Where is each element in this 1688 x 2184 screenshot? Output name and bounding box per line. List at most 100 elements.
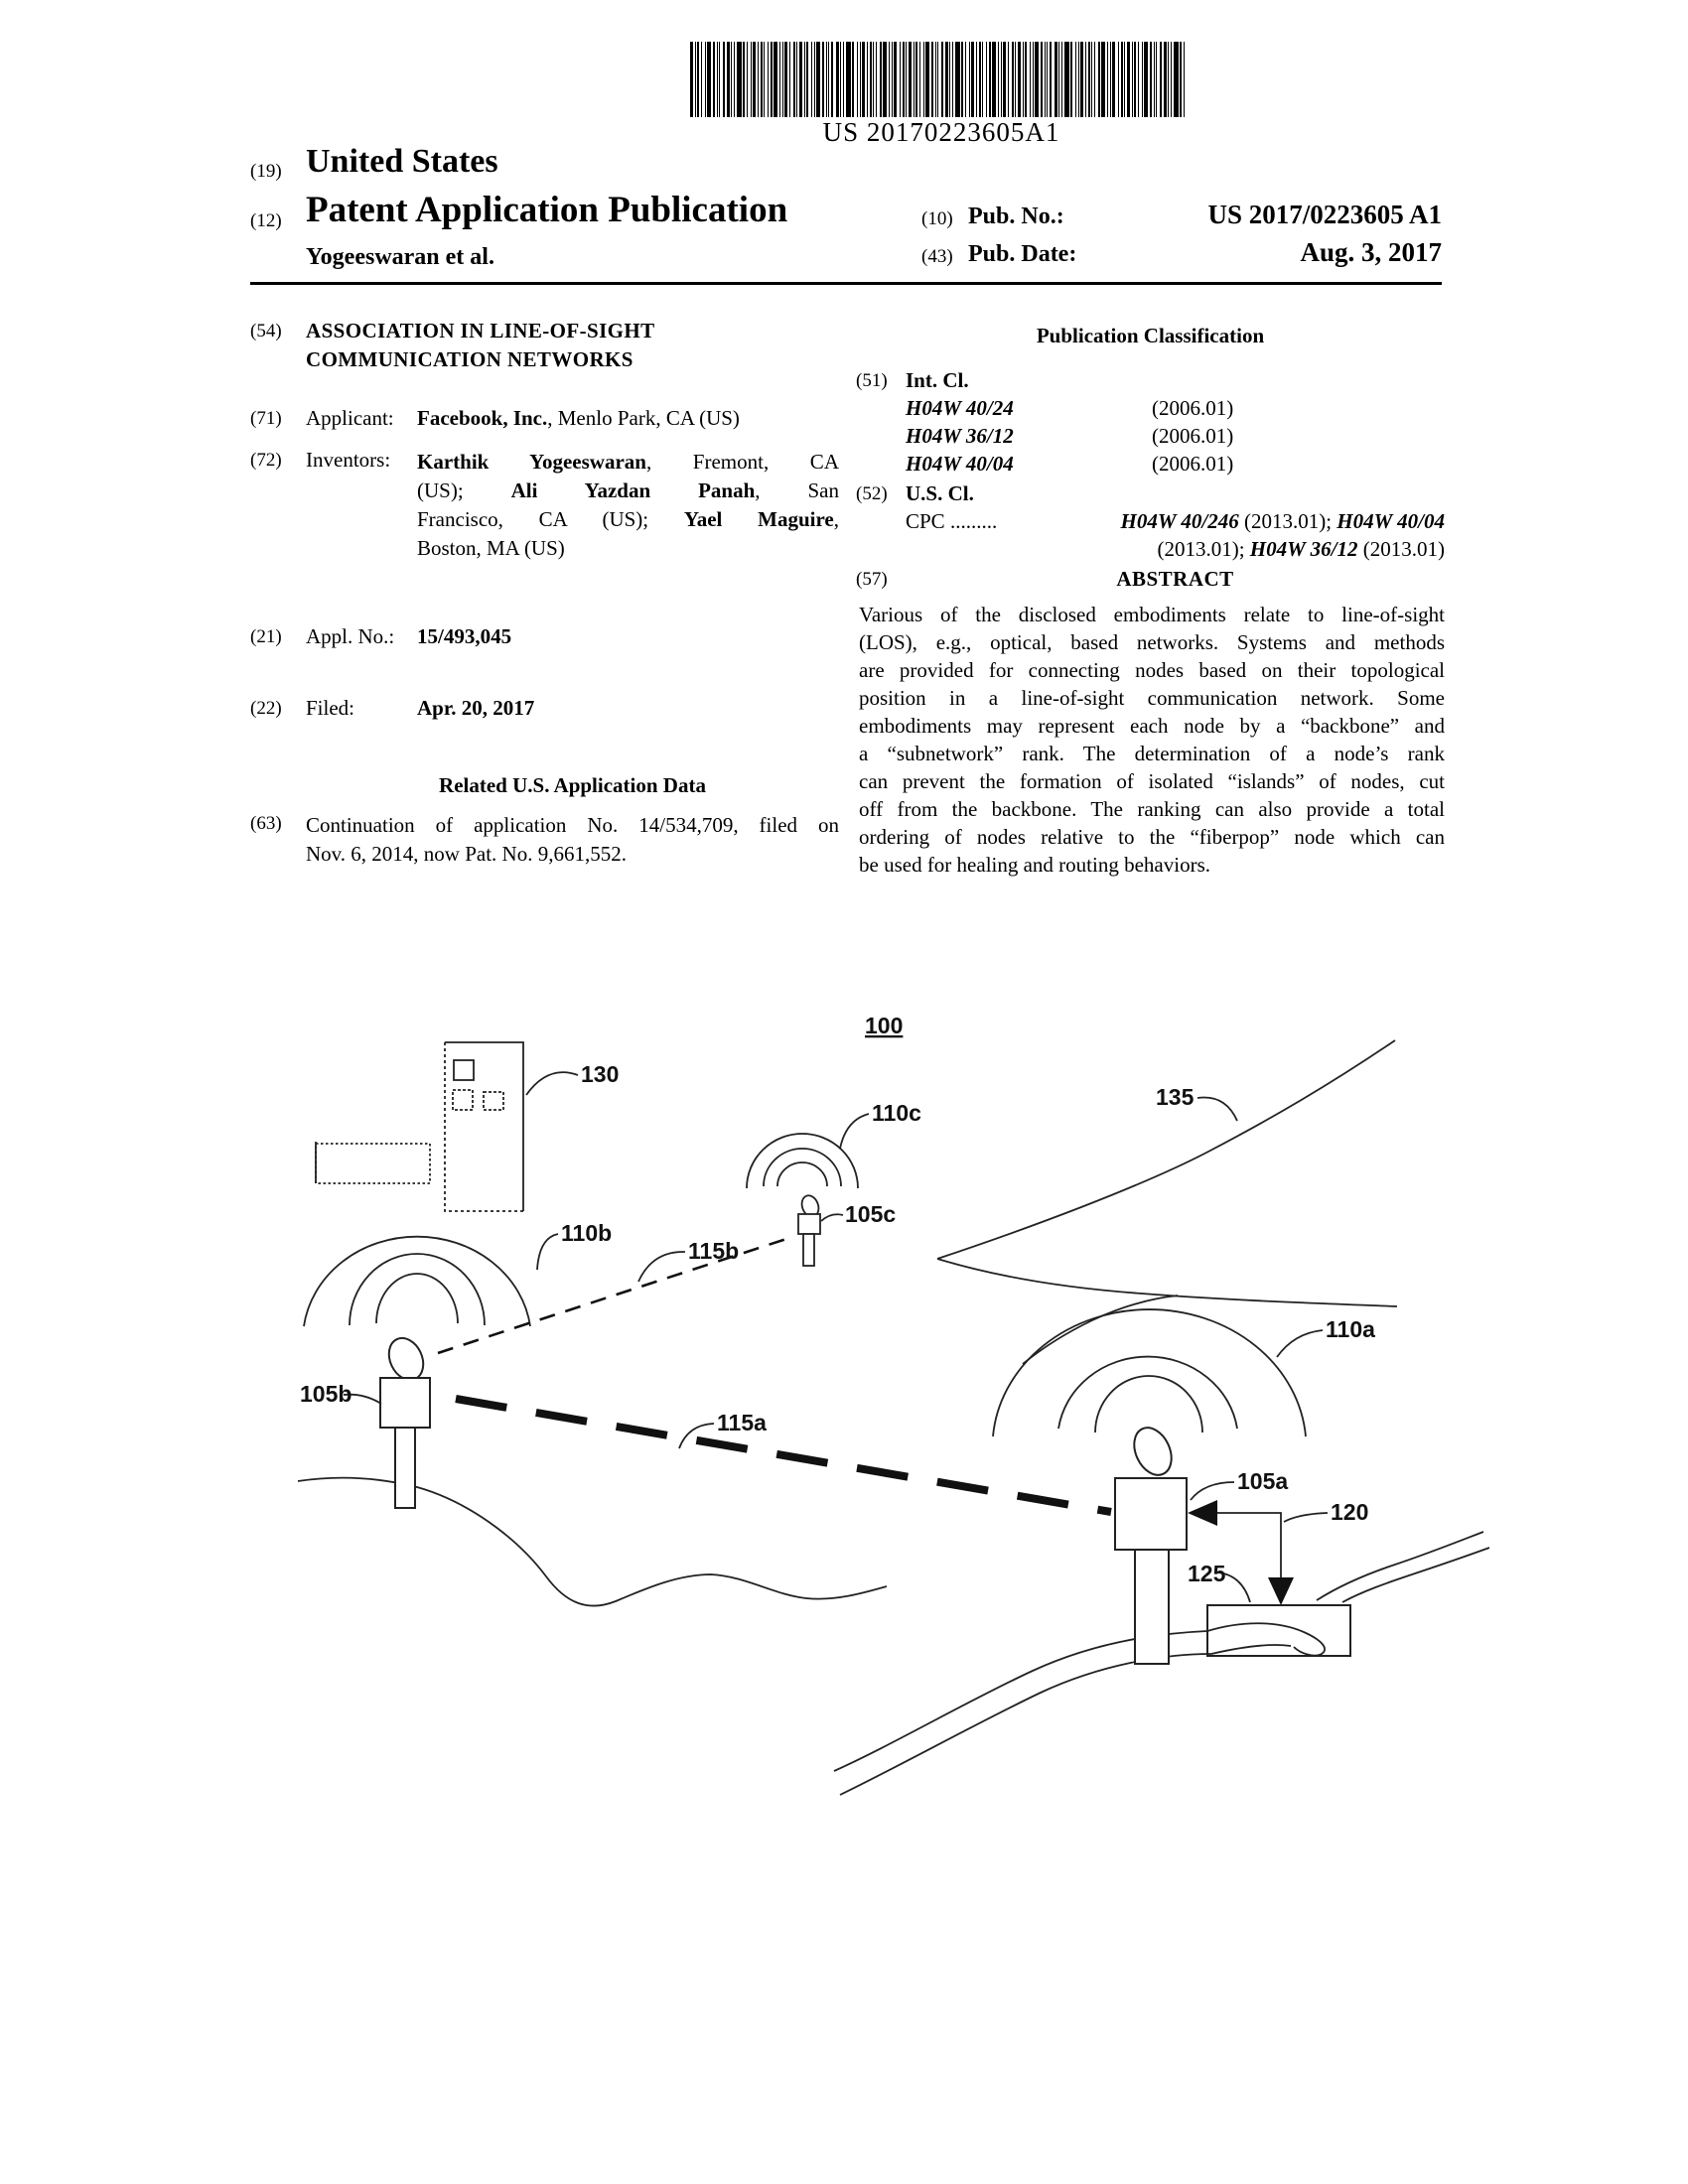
kind-code-num: (12) [250, 210, 282, 231]
signal-arcs-110b [303, 1235, 531, 1327]
barcode-bar [782, 42, 783, 117]
text-segment: , Menlo Park, CA (US) [547, 406, 740, 430]
abstract-line: off from the backbone. The ranking can a… [859, 797, 1445, 821]
barcode-bar [806, 42, 808, 117]
pub-date-code: (43) [921, 246, 953, 267]
filed-label: Filed: [306, 696, 355, 720]
intcl-label: Int. Cl. [906, 368, 969, 392]
barcode-bar [758, 42, 759, 117]
barcode-bar [816, 42, 820, 117]
barcode-bar [1058, 42, 1059, 117]
barcode-bar [1127, 42, 1130, 117]
pub-no-label: Pub. No.: [968, 204, 1064, 229]
node-105b [379, 1336, 431, 1509]
los-link-115a [455, 1395, 1112, 1516]
barcode-bar [1171, 42, 1172, 117]
barcode-bar [697, 42, 699, 117]
intcl-code-1: H04W 40/24 [906, 396, 1014, 420]
filed-num: (22) [250, 698, 282, 719]
barcode-bar [876, 42, 877, 117]
barcode-bar [1041, 42, 1043, 117]
barcode-bar [737, 42, 742, 117]
barcode-bar [1085, 42, 1086, 117]
barcode-bar [1030, 42, 1031, 117]
abstract-num: (57) [856, 569, 888, 590]
figure-label-105b: 105b [300, 1381, 352, 1407]
barcode-bar [843, 42, 844, 117]
abstract-paragraph: Various of the disclosed embodiments rel… [859, 601, 1445, 879]
abstract-line: position in a line-of-sight communicatio… [859, 686, 1445, 710]
text-segment: Francisco, CA (US); [417, 507, 684, 531]
barcode-bar [713, 42, 715, 117]
publication-kind: Patent Application Publication [306, 190, 788, 230]
barcode-bar [1047, 42, 1048, 117]
barcode-bar [1015, 42, 1016, 117]
text-segment: (2013.01) [1357, 537, 1445, 561]
barcode-bar [701, 42, 702, 117]
arrow-120 [1188, 1500, 1294, 1605]
inventors-line-2: (US); Ali Yazdan Panah, San [417, 477, 839, 504]
building-130 [444, 1041, 524, 1212]
barcode-bar [796, 42, 797, 117]
barcode-bar [793, 42, 795, 117]
cpc-line-1: CPC ......... H04W 40/246 (2013.01); H04… [906, 509, 1445, 534]
country-code-num: (19) [250, 161, 282, 182]
barcode-bar [862, 42, 865, 117]
barcode-bar [945, 42, 948, 117]
barcode-bar [836, 42, 839, 117]
inventors-num: (72) [250, 450, 282, 471]
inventors-label: Inventors: [306, 448, 391, 472]
abstract-heading: ABSTRACT [1116, 567, 1234, 591]
barcode-bar [906, 42, 907, 117]
barcode-bar [1091, 42, 1092, 117]
barcode-bar [1064, 42, 1069, 117]
abstract-line: a “subnetwork” rank. The determination o… [859, 742, 1445, 765]
filed-value: Apr. 20, 2017 [417, 696, 535, 720]
barcode-bar [831, 42, 833, 117]
barcode-bar [774, 42, 777, 117]
intcl-code-2: H04W 36/12 [906, 424, 1014, 448]
barcode-bar [976, 42, 977, 117]
barcode-bar [889, 42, 890, 117]
barcode-bar [840, 42, 841, 117]
barcode-bar [1138, 42, 1139, 117]
appl-no-label: Appl. No.: [306, 624, 395, 648]
continuation-line-1: Continuation of application No. 14/534,7… [306, 813, 839, 837]
node-105c [797, 1194, 821, 1267]
barcode-bar [1121, 42, 1123, 117]
uscl-label: U.S. Cl. [906, 481, 974, 505]
annex-structure [315, 1142, 431, 1184]
barcode-bar [1035, 42, 1039, 117]
abstract-line: ordering of nodes relative to the “fiber… [859, 825, 1445, 849]
abstract-line: are provided for connecting nodes based … [859, 658, 1445, 682]
text-segment: (2013.01); [1157, 537, 1250, 561]
barcode-bar [734, 42, 735, 117]
cpc-label: CPC ......... [906, 509, 998, 533]
invention-title-line2: COMMUNICATION NETWORKS [306, 347, 633, 371]
barcode-bar [828, 42, 829, 117]
figure-label-105a: 105a [1237, 1468, 1288, 1494]
figure-label-125: 125 [1188, 1561, 1226, 1586]
text-segment: Ali Yazdan Panah [510, 478, 756, 502]
related-data-heading: Related U.S. Application Data [439, 773, 706, 797]
barcode-bar [1094, 42, 1095, 117]
barcode-bar [860, 42, 861, 117]
barcode-bar [969, 42, 970, 117]
barcode-number: US 20170223605A1 [822, 117, 1060, 147]
barcode-bar [804, 42, 805, 117]
barcode-bar [1101, 42, 1105, 117]
text-segment: , Fremont, CA [645, 450, 839, 474]
text-segment: Karthik Yogeeswaran [417, 450, 646, 474]
barcode-bar [1003, 42, 1006, 117]
barcode-bar [870, 42, 872, 117]
authors-line: Yogeeswaran et al. [306, 244, 494, 270]
barcode-bar [1174, 42, 1179, 117]
intcl-year-2: (2006.01) [1152, 424, 1234, 448]
cpc-line-2: (2013.01); H04W 36/12 (2013.01) [906, 537, 1445, 562]
barcode-bar [925, 42, 929, 117]
barcode-bar [1132, 42, 1133, 117]
abstract-line: (LOS), e.g., optical, based networks. Sy… [859, 630, 1445, 654]
figure-label-135: 135 [1156, 1084, 1195, 1110]
barcode-bar [719, 42, 720, 117]
